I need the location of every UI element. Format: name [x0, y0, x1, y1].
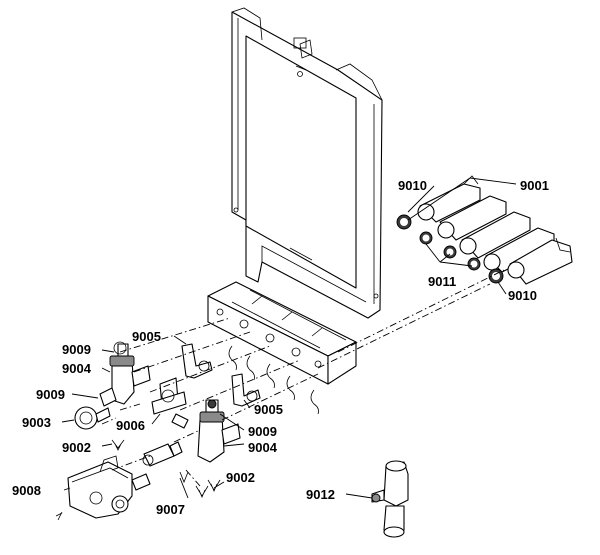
alignment-lines: [101, 269, 505, 487]
label-9009-lower: 9009: [248, 424, 277, 439]
label-9009-upper: 9009: [62, 342, 91, 357]
clip-9002-left: [111, 439, 125, 451]
mounting-frame: [231, 7, 383, 319]
label-9001: 9001: [520, 178, 549, 193]
label-9002-right: 9002: [226, 470, 255, 485]
label-9010-top: 9010: [398, 178, 427, 193]
label-9007: 9007: [156, 502, 185, 517]
label-9008: 9008: [12, 483, 41, 498]
manifold-rail: [207, 281, 357, 415]
valve-9006: [151, 377, 189, 429]
label-9005-upper: 9005: [132, 329, 161, 344]
label-9012: 9012: [306, 487, 335, 502]
pump-block: [55, 455, 151, 521]
elbow-connector-lower: [231, 373, 261, 407]
label-9004-lower: 9004: [248, 440, 278, 455]
fitting-9012: [371, 460, 409, 538]
valve-left: [99, 341, 151, 407]
pipe-set: [417, 175, 573, 285]
label-9009-middle: 9009: [36, 387, 65, 402]
leader-lines: [61, 177, 517, 499]
elbow-connector-upper: [181, 343, 213, 379]
connector-9007: [142, 441, 189, 484]
label-9010-bottom: 9010: [508, 288, 537, 303]
clip-9002-right: [195, 479, 221, 499]
label-9005-lower: 9005: [254, 402, 283, 417]
callout-labels: 9010 9001 9011 9010 9005 9009 9004 9009 …: [12, 178, 549, 517]
label-9006: 9006: [116, 418, 145, 433]
valve-right: [197, 399, 241, 463]
label-9003: 9003: [22, 415, 51, 430]
seals: [396, 214, 504, 284]
label-9004-upper: 9004: [62, 361, 92, 376]
label-9011: 9011: [428, 274, 456, 289]
pressure-gauge: [74, 406, 111, 430]
label-9002-left: 9002: [62, 440, 91, 455]
